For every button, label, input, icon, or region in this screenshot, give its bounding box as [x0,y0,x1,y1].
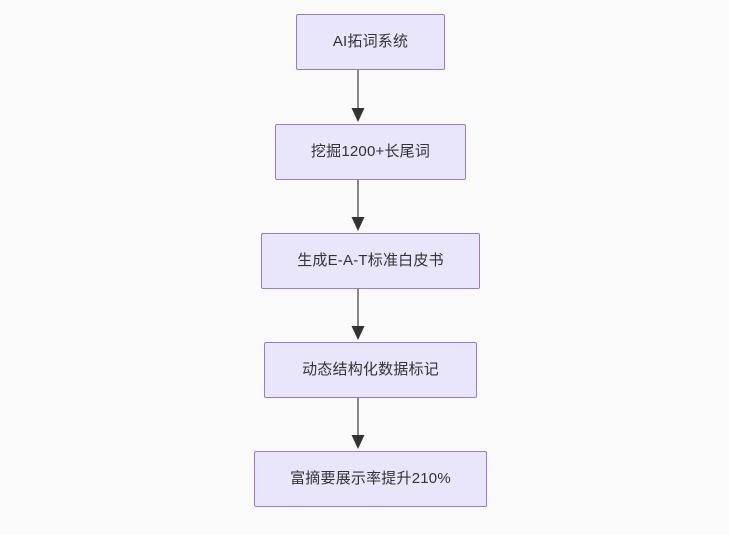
flowchart-edge-4 [345,398,371,451]
node-label: 挖掘1200+长尾词 [310,143,431,160]
flowchart-edge-1 [345,70,371,124]
flowchart-edge-3 [345,289,371,342]
flowchart-node-ai-keyword-system[interactable]: AI拓词系统 [296,14,445,70]
node-label: 动态结构化数据标记 [302,361,439,378]
flowchart-node-structured-data-markup[interactable]: 动态结构化数据标记 [264,342,477,398]
arrow-down-icon [351,289,365,340]
node-label: 富摘要展示率提升210% [290,470,451,487]
arrow-down-icon [351,398,365,449]
arrow-down-icon [351,180,365,231]
flowchart-node-longtail-keywords[interactable]: 挖掘1200+长尾词 [275,124,466,180]
arrow-down-icon [351,70,365,122]
node-label: 生成E-A-T标准白皮书 [297,252,444,269]
flowchart-node-eat-whitepaper[interactable]: 生成E-A-T标准白皮书 [261,233,480,289]
flowchart-node-rich-snippet-result[interactable]: 富摘要展示率提升210% [254,451,487,507]
flowchart-edge-2 [345,180,371,233]
node-label: AI拓词系统 [332,33,409,50]
